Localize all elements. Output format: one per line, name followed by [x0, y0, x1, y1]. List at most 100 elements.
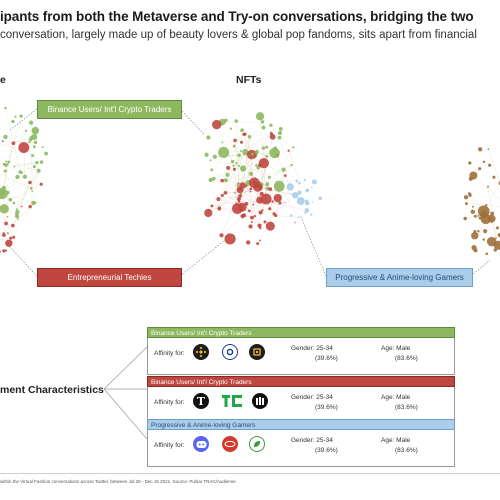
network-node	[5, 239, 13, 247]
network-node	[19, 114, 23, 118]
gender-value: (39.6%)	[315, 447, 338, 454]
network-node	[12, 201, 16, 205]
tag-leader-lines	[7, 108, 491, 277]
network-node	[225, 172, 230, 177]
tag-anime-gamers: Progressive & Anime-loving Gamers	[326, 268, 473, 287]
age-value: (83.6%)	[395, 404, 418, 411]
leader-line	[299, 214, 327, 277]
network-node	[471, 232, 479, 240]
network-edge	[7, 142, 36, 165]
network-node	[245, 184, 248, 187]
network-node	[4, 106, 7, 110]
network-node	[233, 191, 236, 194]
network-node	[496, 226, 500, 230]
network-node	[11, 119, 15, 124]
network-node	[216, 197, 221, 202]
network-node	[208, 177, 213, 182]
network-node	[257, 223, 262, 228]
network-node	[237, 200, 241, 203]
network-node	[15, 208, 18, 211]
segment-card-header: Binance Users/ Int'l Crypto Traders	[147, 327, 455, 338]
network-node	[471, 244, 477, 251]
network-node	[223, 190, 228, 195]
network-edge	[238, 198, 255, 217]
network-node	[287, 149, 290, 152]
network-node	[208, 209, 210, 212]
network-node	[473, 214, 477, 218]
network-node	[491, 220, 494, 223]
network-node	[212, 119, 222, 130]
network-node	[258, 210, 263, 215]
footnote: within the Virtual Fashion conversations…	[0, 479, 236, 484]
network-edge	[0, 156, 7, 162]
network-node	[220, 178, 225, 183]
network-node	[15, 174, 20, 180]
network-node	[260, 193, 272, 205]
cardano-logo-icon	[222, 344, 238, 360]
network-node	[17, 218, 19, 221]
network-edge	[288, 150, 301, 184]
network-node	[487, 185, 489, 188]
network-node	[305, 200, 310, 206]
network-node	[226, 165, 231, 171]
network-edge	[16, 170, 39, 210]
network-edge	[283, 169, 308, 191]
network-node	[204, 152, 209, 157]
network-node	[250, 152, 255, 156]
network-node	[470, 209, 475, 215]
network-node	[263, 220, 267, 224]
network-node	[232, 203, 243, 214]
network-edge	[12, 121, 47, 154]
network-node	[242, 213, 247, 218]
age-value: (83.6%)	[395, 447, 418, 454]
network-node	[256, 242, 260, 246]
network-node	[224, 233, 236, 245]
network-node	[230, 159, 235, 164]
network-node	[233, 138, 237, 143]
network-edge	[270, 125, 292, 166]
chainlink-logo-icon	[249, 344, 265, 360]
network-node	[36, 168, 41, 173]
network-edge	[254, 180, 297, 183]
network-node	[44, 151, 48, 156]
network-node	[273, 180, 285, 192]
network-edge	[213, 169, 235, 179]
network-node	[3, 134, 8, 140]
network-edge	[5, 162, 37, 172]
network-node	[33, 140, 38, 145]
network-edge	[487, 186, 493, 214]
network-node	[223, 178, 228, 183]
network-node	[493, 248, 497, 252]
network-node	[11, 141, 16, 146]
techcrunch-logo-icon	[222, 393, 242, 409]
network-node	[13, 165, 16, 168]
network-node	[204, 208, 213, 218]
affinity-label: Affinity for:	[154, 350, 185, 357]
network-edge	[236, 121, 240, 166]
network-node	[310, 186, 313, 189]
network-node	[206, 135, 211, 140]
network-edge	[238, 121, 263, 156]
network-edge	[259, 212, 261, 226]
gender-value: (39.6%)	[315, 404, 338, 411]
network-node	[246, 240, 251, 245]
network-node	[293, 221, 297, 224]
network-node	[249, 187, 253, 191]
network-node	[218, 146, 230, 159]
network-node	[20, 205, 23, 208]
network-node	[305, 188, 310, 193]
network-node	[223, 118, 228, 123]
network-edge	[246, 185, 260, 226]
network-node	[267, 175, 271, 179]
page-subtitle: conversation, largely made up of beauty …	[0, 29, 477, 41]
network-node	[35, 160, 39, 165]
network-edge	[0, 169, 6, 172]
network-node	[495, 237, 497, 239]
network-edge	[234, 140, 241, 190]
network-edge	[221, 188, 241, 236]
network-edge	[3, 162, 38, 188]
affinity-label: Affinity for:	[154, 399, 185, 406]
network-node	[28, 137, 33, 142]
network-node	[241, 169, 244, 172]
nytimes-logo-icon: T	[193, 393, 209, 409]
